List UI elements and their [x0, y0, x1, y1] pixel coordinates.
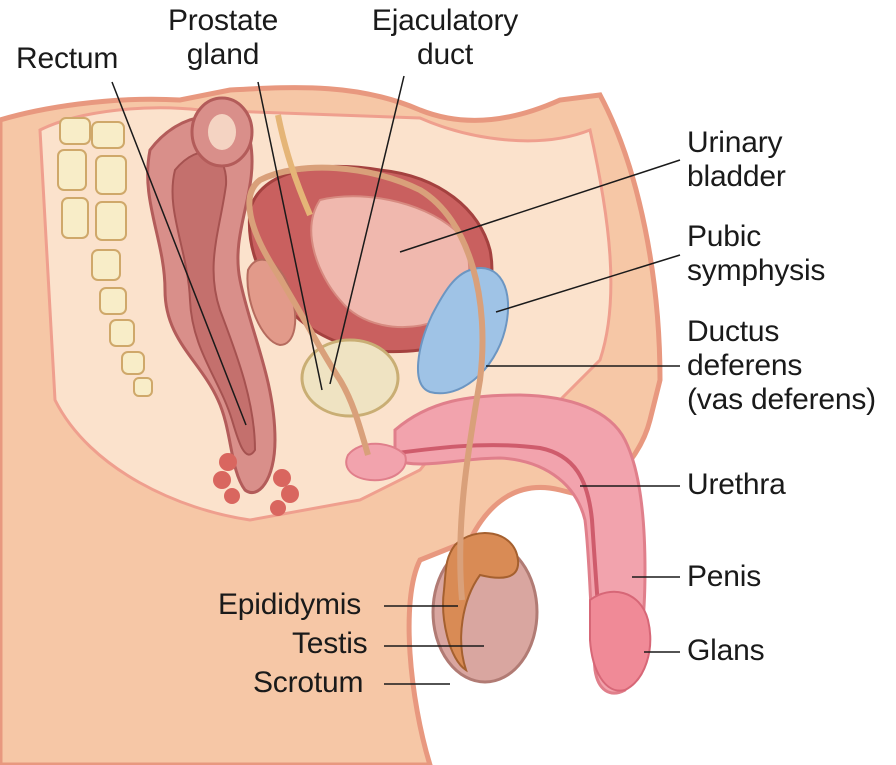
ductus-deferens	[246, 164, 486, 601]
label-urethra: Urethra	[687, 468, 786, 501]
ureter	[275, 114, 313, 217]
label-rectum: Rectum	[16, 42, 119, 75]
sacrum-bones	[57, 117, 153, 397]
glans	[589, 590, 652, 692]
label-scrotum: Scrotum	[253, 666, 364, 699]
colon-loop-lumen	[208, 114, 236, 150]
label-penis: Penis	[687, 560, 762, 593]
label-epididymis: Epididymis	[218, 588, 362, 621]
pubic-symphysis	[417, 267, 510, 395]
sphincter-nodules	[213, 453, 299, 516]
leader-lines	[111, 75, 681, 685]
penile-bulb	[345, 442, 407, 482]
rectum-lumen	[171, 151, 257, 456]
label-glans: Glans	[687, 634, 765, 667]
label-testis: Testis	[292, 627, 368, 660]
